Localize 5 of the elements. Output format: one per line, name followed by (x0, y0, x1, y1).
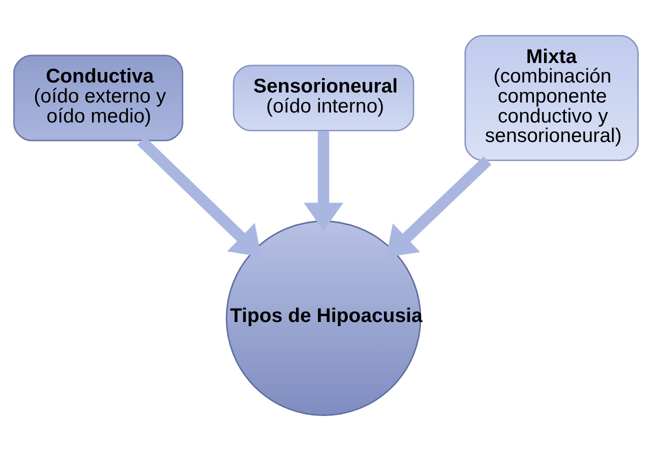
arrow (386, 156, 492, 257)
arrow (304, 130, 344, 231)
node-box: Mixta (combinación componente conductivo y sensorioneural) (464, 34, 639, 161)
node-box: Conductiva (oído externo y oído medio) (13, 54, 184, 141)
node-box: Sensorioneural (oído interno) (232, 64, 414, 131)
